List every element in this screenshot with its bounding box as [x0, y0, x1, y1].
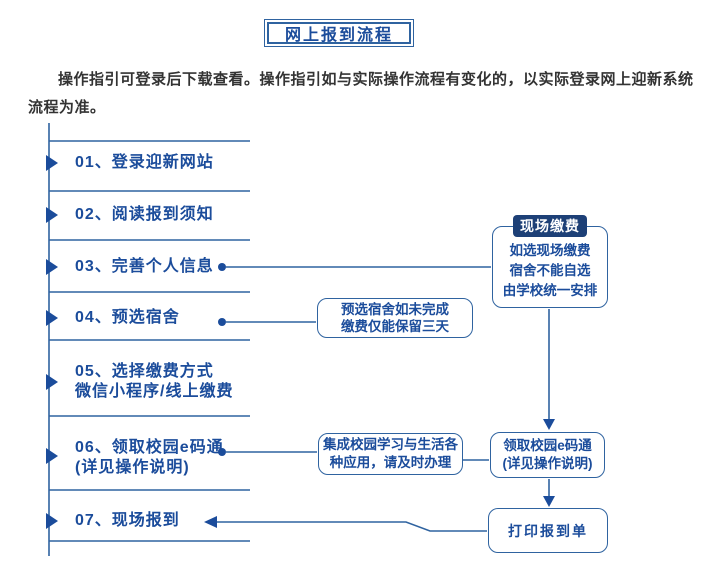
onsite-payment-line: 宿舍不能自选 — [509, 263, 591, 278]
print-form-box: 打印报到单 — [488, 508, 608, 553]
step-06-ecode-pass: 06、领取校园e码通 (详见操作说明) — [75, 438, 224, 478]
step-05-payment-method: 05、选择缴费方式 微信小程序/线上缴费 — [75, 362, 233, 402]
step-label: 03、完善个人信息 — [75, 258, 214, 275]
step-label: 05、选择缴费方式 — [75, 363, 214, 380]
ecode-note-line: 种应用，请及时办理 — [329, 455, 452, 470]
ecode-note-box: 集成校园学习与生活各 种应用，请及时办理 — [318, 433, 463, 475]
onsite-payment-line: 如选现场缴费 — [509, 243, 591, 258]
intro-paragraph: 操作指引可登录后下载查看。操作指引如与实际操作流程有变化的，以实际登录网上迎新系… — [28, 71, 694, 116]
connector-dot — [218, 448, 226, 456]
connector-dot — [218, 318, 226, 326]
step-label: 06、领取校园e码通 — [75, 439, 224, 456]
step-marker-icon — [46, 448, 58, 464]
step-01-login: 01、登录迎新网站 — [75, 153, 214, 173]
step-arrow-markers — [46, 155, 58, 529]
ecode-line: (详见操作说明) — [502, 456, 593, 471]
step-sublabel: 微信小程序/线上缴费 — [75, 383, 234, 400]
ecode-line: 领取校园e码通 — [503, 438, 592, 453]
connector-dot — [218, 263, 226, 271]
dot-connectors — [218, 263, 491, 456]
step-label: 02、阅读报到须知 — [75, 206, 214, 223]
step-07-onsite-checkin: 07、现场报到 — [75, 511, 180, 531]
onsite-payment-tab: 现场缴费 — [513, 215, 587, 237]
dorm-note-line: 缴费仅能保留三天 — [341, 319, 449, 334]
step-label: 04、预选宿舍 — [75, 309, 180, 326]
step-marker-icon — [46, 259, 58, 275]
onsite-payment-box: 如选现场缴费 宿舍不能自选 由学校统一安排 — [492, 226, 608, 308]
ecode-note-line: 集成校园学习与生活各 — [323, 437, 458, 452]
arrow-left-icon — [204, 516, 217, 528]
step-sublabel: (详见操作说明) — [75, 459, 190, 476]
page-title: 网上报到流程 — [267, 22, 411, 44]
step-marker-icon — [46, 207, 58, 223]
dorm-note-line: 预选宿舍如未完成 — [341, 302, 449, 317]
step-marker-icon — [46, 374, 58, 390]
onsite-payment-line: 由学校统一安排 — [502, 283, 598, 298]
connector-print-to-step7 — [217, 521, 487, 532]
title-box: 网上报到流程 — [264, 19, 414, 47]
step-label: 01、登录迎新网站 — [75, 154, 214, 171]
dorm-note-box: 预选宿舍如未完成 缴费仅能保留三天 — [317, 298, 473, 338]
step-label: 07、现场报到 — [75, 512, 180, 529]
print-form-label: 打印报到单 — [508, 522, 588, 539]
step-marker-icon — [46, 155, 58, 171]
step-02-read-notice: 02、阅读报到须知 — [75, 205, 214, 225]
ecode-box: 领取校园e码通 (详见操作说明) — [490, 432, 605, 478]
step-03-personal-info: 03、完善个人信息 — [75, 257, 214, 277]
step-marker-icon — [46, 513, 58, 529]
step-marker-icon — [46, 310, 58, 326]
step-divider-lines — [49, 140, 250, 542]
step-04-dorm-preselect: 04、预选宿舍 — [75, 308, 180, 328]
arrow-down-icon — [543, 496, 555, 507]
arrow-down-icon — [543, 419, 555, 430]
